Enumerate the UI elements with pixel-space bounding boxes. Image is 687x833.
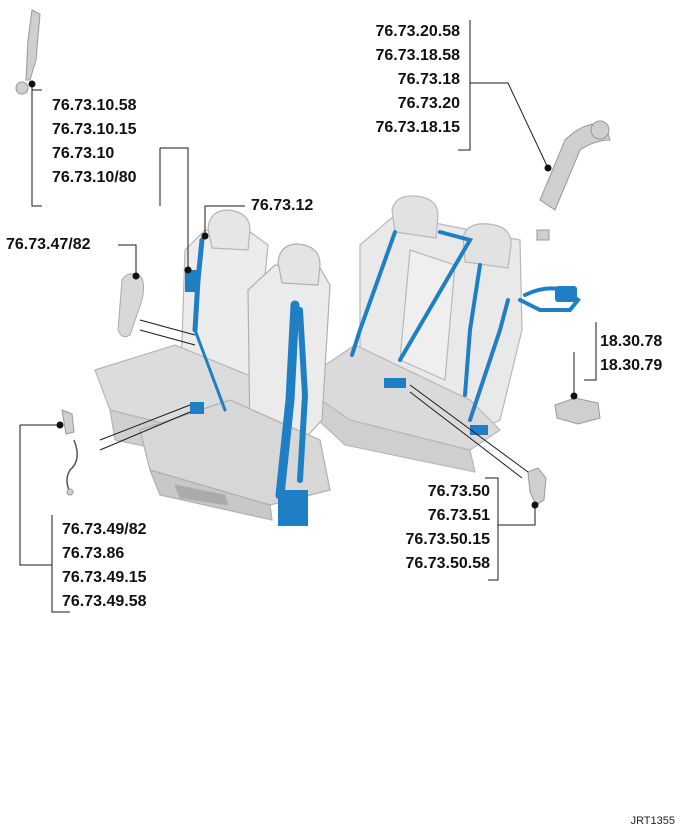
part-number: 18.30.78 <box>600 333 663 350</box>
rear-bench <box>317 195 523 473</box>
callout-upper-left-belt: 76.73.10.58 76.73.10.15 76.73.10 76.73.1… <box>52 94 137 190</box>
part-number: 76.73.10.58 <box>52 97 137 114</box>
part-number: 18.30.79 <box>600 357 663 374</box>
rear-belt-part <box>536 120 611 241</box>
front-buckle-part <box>61 409 78 496</box>
rear-belts <box>350 230 581 422</box>
front-belts <box>192 237 309 500</box>
part-number: 76.73.20 <box>397 95 460 112</box>
part-number: 76.73.50.58 <box>405 555 490 572</box>
upper-belt-part <box>15 9 41 95</box>
part-number: 76.73.18.58 <box>375 47 460 64</box>
front-left-retractor-icon <box>185 270 199 292</box>
callout-front-pillar-belt: 76.73.12 <box>251 194 313 218</box>
rear-buckle-icon <box>384 378 406 388</box>
front-retractor-icon <box>278 490 308 526</box>
callout-rear-belt: 76.73.20.58 76.73.18.58 76.73.18 76.73.2… <box>340 20 460 140</box>
rear-retractor-icon <box>555 286 577 302</box>
part-number: 76.73.50 <box>427 483 490 500</box>
callout-front-buckle: 76.73.49/82 76.73.86 76.73.49.15 76.73.4… <box>62 518 147 614</box>
reference-code: JRT1355 <box>630 815 675 827</box>
part-number: 76.73.10.15 <box>52 121 137 138</box>
part-number: 76.73.51 <box>427 507 490 524</box>
part-number: 76.73.49.58 <box>62 593 147 610</box>
leader-lines <box>19 20 597 613</box>
callout-rear-buckle: 76.73.50 76.73.51 76.73.50.15 76.73.50.5… <box>370 480 490 576</box>
callout-rear-buckle-module: 18.30.78 18.30.79 <box>600 330 662 378</box>
rear-buckle-module-part <box>554 397 601 425</box>
front-buckle-icon <box>190 402 204 414</box>
part-number: 76.73.10 <box>52 145 115 162</box>
part-number: 76.73.20.58 <box>375 23 460 40</box>
callout-side-airbag: 76.73.47/82 <box>6 233 91 257</box>
part-number: 76.73.47/82 <box>6 236 91 253</box>
part-number: 76.73.10/80 <box>52 169 137 186</box>
rear-buckle-part <box>527 467 547 506</box>
part-number: 76.73.18.15 <box>375 119 460 136</box>
rear-anchor-icon <box>470 425 488 435</box>
part-number: 76.73.50.15 <box>405 531 490 548</box>
part-number: 76.73.49/82 <box>62 521 147 538</box>
part-number: 76.73.49.15 <box>62 569 147 586</box>
leader-dots <box>28 80 578 509</box>
part-number: 76.73.12 <box>251 197 314 214</box>
side-airbag-part <box>117 273 145 338</box>
part-number: 76.73.86 <box>62 545 125 562</box>
part-number: 76.73.18 <box>397 71 460 88</box>
